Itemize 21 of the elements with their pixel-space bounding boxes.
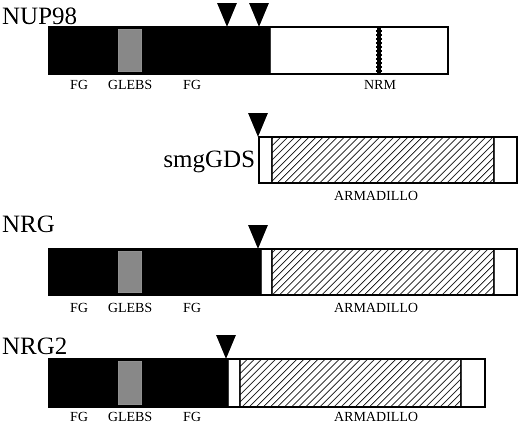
protein-name: smgGDS	[163, 147, 255, 173]
protein-name: NUP98	[2, 4, 78, 30]
domain-label: GLEBS	[108, 410, 152, 426]
domain-label: NRM	[364, 78, 396, 94]
domain-label: FG	[70, 78, 88, 94]
protein-domain-bar	[49, 359, 485, 407]
domain-label: ARMADILLO	[334, 189, 418, 205]
domain-label: FG	[70, 410, 88, 426]
domain-label: ARMADILLO	[334, 410, 418, 426]
domain-label: GLEBS	[108, 301, 152, 317]
protein-domain-bar	[259, 137, 517, 183]
domain-label: FG	[183, 410, 201, 426]
domain-label: ARMADILLO	[334, 301, 418, 317]
domain-label: FG	[70, 301, 88, 317]
domain-label: FG	[183, 78, 201, 94]
protein-name: NRG2	[2, 334, 68, 360]
protein-domain-bar	[49, 249, 517, 295]
protein-name: NRG	[2, 212, 55, 238]
protein-domain-bar	[49, 27, 448, 74]
domain-label: FG	[183, 301, 201, 317]
domain-label: GLEBS	[108, 78, 152, 94]
